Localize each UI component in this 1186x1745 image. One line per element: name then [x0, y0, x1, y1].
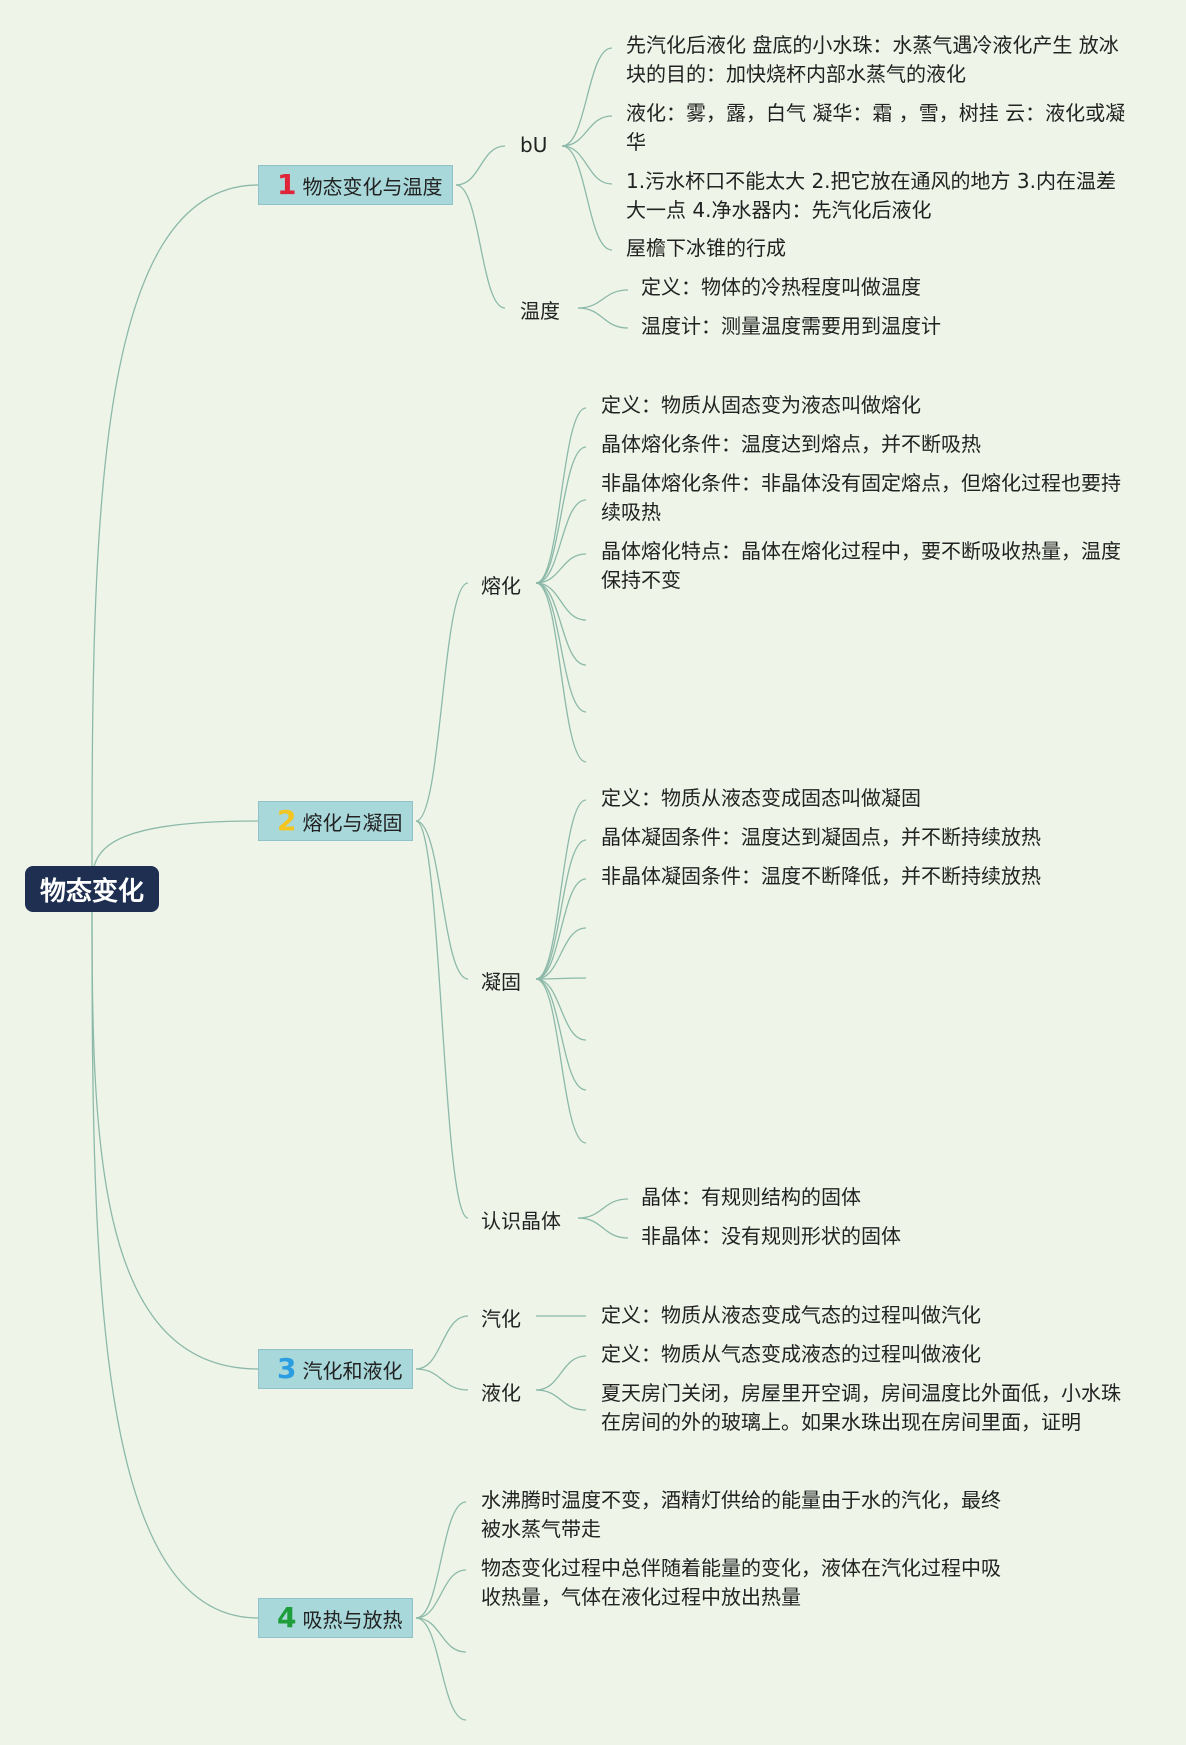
connector	[577, 289, 629, 309]
leaf-item[interactable]: 定义：物质从液态变成气态的过程叫做汽化	[601, 1303, 981, 1327]
connector	[415, 1617, 467, 1653]
connector	[535, 799, 587, 980]
leaf-item[interactable]: 物态变化过程中总伴随着能量的变化，液体在汽化过程中吸收热量，气体在液化过程中放出…	[481, 1556, 1001, 1609]
connector	[577, 1217, 629, 1239]
connector	[91, 889, 259, 1370]
leaf-item[interactable]: 非晶体：没有规则形状的固体	[641, 1224, 901, 1248]
connector	[535, 1355, 587, 1391]
topic-vaporization-liquefaction[interactable]: 3 汽化和液化	[258, 1349, 414, 1389]
connector	[415, 1569, 467, 1619]
connector	[535, 1389, 587, 1411]
root-node[interactable]: 物态变化	[25, 866, 159, 912]
connector	[535, 978, 587, 1144]
topic-label: 熔化与凝固	[302, 810, 403, 835]
leaf-item[interactable]: 晶体熔化特点：晶体在熔化过程中，要不断吸收热量，温度保持不变	[601, 539, 1121, 592]
connector	[577, 1198, 629, 1219]
topic-number: 2	[277, 804, 297, 837]
sub-bu[interactable]: bU	[520, 133, 548, 157]
leaf-item[interactable]: 晶体凝固条件：温度达到凝固点，并不断持续放热	[601, 825, 1041, 849]
connector	[535, 499, 587, 584]
leaf-item[interactable]: 温度计：测量温度需要用到温度计	[641, 314, 941, 338]
sub-melting[interactable]: 熔化	[481, 574, 521, 598]
connector	[415, 1368, 469, 1391]
connector	[535, 407, 587, 584]
connector	[561, 145, 613, 185]
sub-temperature[interactable]: 温度	[520, 299, 560, 323]
connector	[535, 582, 587, 666]
topic-label: 吸热与放热	[302, 1607, 403, 1632]
leaf-item[interactable]: 非晶体凝固条件：温度不断降低，并不断持续放热	[601, 864, 1041, 888]
connector	[535, 446, 587, 584]
leaf-item[interactable]: 先汽化后液化 盘底的小水珠：水蒸气遇冷液化产生 放冰块的目的：加快烧杯内部水蒸气…	[626, 33, 1119, 86]
topic-number: 3	[277, 1352, 297, 1385]
connector	[561, 115, 613, 147]
leaf-item[interactable]: 定义：物质从固态变为液态叫做熔化	[601, 393, 921, 417]
leaf-item[interactable]: 屋檐下冰锥的行成	[626, 236, 786, 260]
sub-vaporization[interactable]: 汽化	[481, 1307, 521, 1331]
connector	[535, 927, 587, 980]
topic-melting-solidifying[interactable]: 2 熔化与凝固	[258, 801, 414, 841]
topic-absorb-release-heat[interactable]: 4 吸热与放热	[258, 1598, 414, 1638]
leaf-item[interactable]: 晶体熔化条件：温度达到熔点，并不断吸热	[601, 432, 981, 456]
connector	[535, 582, 587, 763]
leaf-item[interactable]: 非晶体熔化条件：非晶体没有固定熔点，但熔化过程也要持续吸热	[601, 471, 1121, 524]
leaf-item[interactable]: 定义：物体的冷热程度叫做温度	[641, 275, 921, 299]
leaf-item[interactable]: 晶体：有规则结构的固体	[641, 1185, 861, 1209]
connector	[415, 820, 469, 1219]
sub-solidifying[interactable]: 凝固	[481, 970, 521, 994]
leaf-item[interactable]: 夏天房门关闭，房屋里开空调，房间温度比外面低，小水珠在房间的外的玻璃上。如果水珠…	[601, 1381, 1121, 1434]
connector	[535, 582, 587, 713]
connector	[455, 145, 506, 186]
connector	[415, 582, 469, 822]
connector	[415, 1315, 469, 1370]
connector	[535, 878, 587, 980]
leaf-item[interactable]: 定义：物质从液态变成固态叫做凝固	[601, 786, 921, 810]
topic-label: 物态变化与温度	[302, 174, 443, 199]
sub-liquefaction[interactable]: 液化	[481, 1381, 521, 1405]
connector	[535, 582, 587, 621]
connector	[561, 145, 613, 251]
connector	[455, 184, 506, 309]
connector	[415, 1617, 467, 1721]
connector	[91, 889, 259, 1619]
connector	[535, 553, 587, 584]
connector	[561, 47, 613, 147]
leaf-item[interactable]: 水沸腾时温度不变，酒精灯供给的能量由于水的汽化，最终被水蒸气带走	[481, 1488, 1001, 1541]
topic-label: 汽化和液化	[302, 1358, 403, 1383]
connector	[535, 839, 587, 980]
topic-state-change-temperature[interactable]: 1 物态变化与温度	[258, 165, 454, 205]
leaf-item[interactable]: 1.污水杯口不能太大 2.把它放在通风的地方 3.内在温差大一点 4.净水器内：…	[626, 169, 1116, 222]
leaf-item[interactable]: 液化：雾，露，白气 凝华：霜 ，雪，树挂 云：液化或凝华	[626, 101, 1126, 154]
connector	[91, 184, 259, 891]
connector	[535, 977, 587, 980]
leaf-item[interactable]: 定义：物质从气态变成液态的过程叫做液化	[601, 1342, 981, 1366]
connector	[535, 978, 587, 1091]
topic-number: 1	[277, 168, 297, 201]
sub-know-crystal[interactable]: 认识晶体	[481, 1209, 561, 1233]
topic-number: 4	[277, 1601, 297, 1634]
connector	[577, 307, 629, 329]
connector	[535, 978, 587, 1041]
connector	[415, 1501, 467, 1619]
connector	[415, 820, 469, 980]
